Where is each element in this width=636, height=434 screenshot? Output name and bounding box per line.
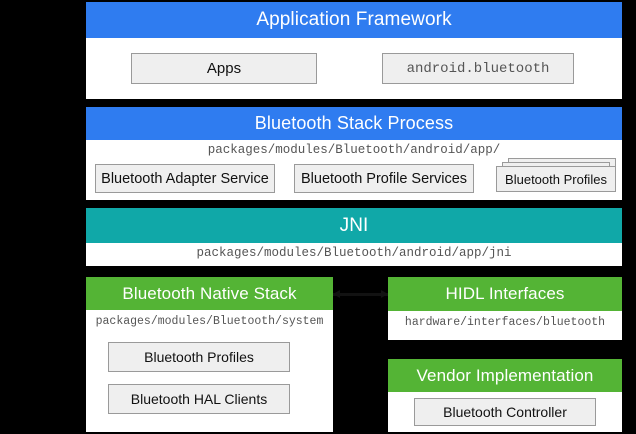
bluetooth-stack-process-header: Bluetooth Stack Process [86,107,622,140]
jni-header: JNI [86,208,622,243]
layer-application-framework: Application Framework Apps android.bluet… [86,2,622,99]
hidl-interfaces-body: hardware/interfaces/bluetooth [388,311,622,340]
bluetooth-controller-box[interactable]: Bluetooth Controller [414,398,596,426]
bluetooth-hal-clients-box[interactable]: Bluetooth HAL Clients [108,384,290,414]
bluetooth-native-stack-header: Bluetooth Native Stack [86,277,333,310]
bluetooth-adapter-service-box[interactable]: Bluetooth Adapter Service [95,164,275,193]
bluetooth-profile-services-box[interactable]: Bluetooth Profile Services [294,164,474,193]
native-bluetooth-profiles-box[interactable]: Bluetooth Profiles [108,342,290,372]
bluetooth-native-stack-path: packages/modules/Bluetooth/system [95,315,324,328]
apps-box[interactable]: Apps [131,53,317,84]
bluetooth-stack-process-path: packages/modules/Bluetooth/android/app/ [207,143,501,157]
vendor-implementation-header: Vendor Implementation [388,359,622,392]
android-bluetooth-box[interactable]: android.bluetooth [382,53,574,84]
jni-path: packages/modules/Bluetooth/android/app/j… [196,246,512,260]
layer-bluetooth-stack-process: Bluetooth Stack Process packages/modules… [86,107,622,200]
application-framework-body: Apps android.bluetooth [86,38,622,99]
bluetooth-profiles-box[interactable]: Bluetooth Profiles [496,166,616,192]
arrow-left-icon [333,290,340,298]
bluetooth-stack-process-body: packages/modules/Bluetooth/android/app/ … [86,140,622,200]
layer-vendor-implementation: Vendor Implementation Bluetooth Controll… [388,359,622,432]
application-framework-header: Application Framework [86,2,622,38]
layer-hidl-interfaces: HIDL Interfaces hardware/interfaces/blue… [388,277,622,340]
jni-body: packages/modules/Bluetooth/android/app/j… [86,243,622,266]
vendor-implementation-body: Bluetooth Controller [388,392,622,432]
bluetooth-profiles-stacked-cards[interactable]: Bluetooth Profiles [496,158,616,194]
hidl-interfaces-header: HIDL Interfaces [388,277,622,311]
layer-bluetooth-native-stack: Bluetooth Native Stack packages/modules/… [86,277,333,432]
layer-jni: JNI packages/modules/Bluetooth/android/a… [86,208,622,266]
hidl-interfaces-path: hardware/interfaces/bluetooth [404,316,606,329]
connector-line-native-stack-to-hidl [333,290,388,298]
arrow-right-icon [381,290,388,298]
bluetooth-native-stack-body: packages/modules/Bluetooth/system Blueto… [86,310,333,432]
